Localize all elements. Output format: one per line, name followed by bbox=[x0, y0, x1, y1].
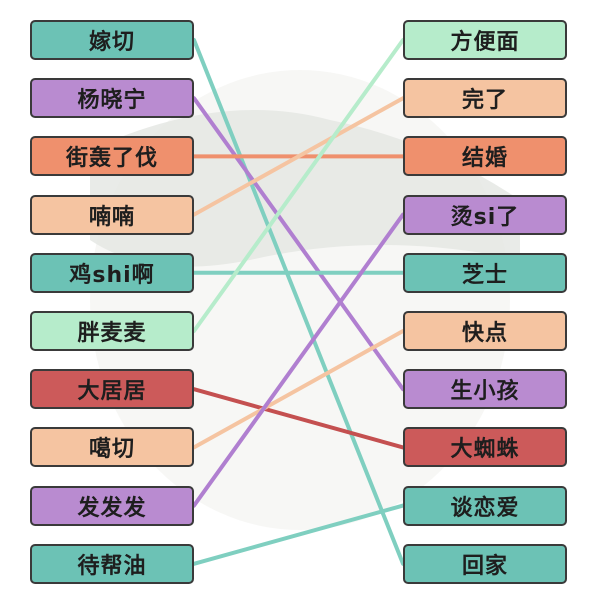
left-card-8[interactable]: 噶切 bbox=[30, 427, 194, 468]
right-card-2[interactable]: 完了 bbox=[403, 78, 567, 119]
right-card-8[interactable]: 大蜘蛛 bbox=[403, 427, 567, 468]
left-card-7[interactable]: 大居居 bbox=[30, 369, 194, 410]
connection-line-7 bbox=[192, 387, 405, 450]
connection-line-9 bbox=[192, 212, 405, 508]
connection-line-4 bbox=[192, 96, 405, 217]
right-card-9[interactable]: 谈恋爱 bbox=[403, 485, 567, 526]
right-card-1[interactable]: 方便面 bbox=[403, 20, 567, 60]
left-card-5[interactable]: 鸡shi啊 bbox=[30, 252, 194, 293]
left-card-4[interactable]: 喃喃 bbox=[30, 194, 194, 235]
left-card-3[interactable]: 街轰了伐 bbox=[30, 136, 194, 177]
right-card-4[interactable]: 烫si了 bbox=[403, 194, 567, 235]
right-card-6[interactable]: 快点 bbox=[403, 311, 567, 351]
left-card-6[interactable]: 胖麦麦 bbox=[30, 311, 194, 351]
connection-line-6 bbox=[192, 38, 405, 333]
right-card-3[interactable]: 结婚 bbox=[403, 136, 567, 177]
left-card-9[interactable]: 发发发 bbox=[30, 485, 194, 526]
connection-line-8 bbox=[192, 329, 405, 450]
right-card-7[interactable]: 生小孩 bbox=[403, 369, 567, 410]
connection-line-10 bbox=[192, 503, 405, 566]
right-card-5[interactable]: 芝士 bbox=[403, 252, 567, 293]
left-card-10[interactable]: 待帮油 bbox=[30, 543, 194, 584]
right-card-10[interactable]: 回家 bbox=[403, 543, 567, 584]
left-card-2[interactable]: 杨晓宁 bbox=[30, 78, 194, 119]
connection-line-2 bbox=[192, 96, 405, 392]
left-card-1[interactable]: 嫁切 bbox=[30, 20, 194, 60]
connection-line-1 bbox=[192, 38, 405, 566]
